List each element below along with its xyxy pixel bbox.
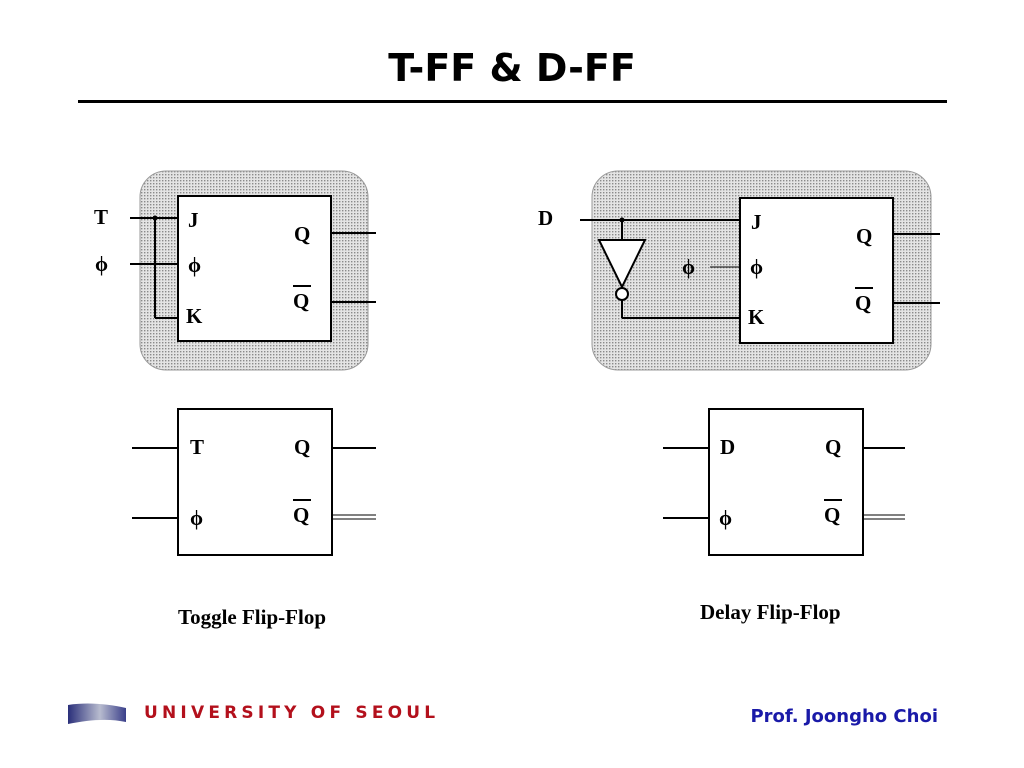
tff-input-phi-label: ϕ	[95, 252, 108, 276]
tff-symbol-pin-phi: ϕ	[190, 506, 203, 530]
tff-out-q-label: Q	[294, 222, 310, 246]
tff-out-qbar-label: Q	[293, 289, 309, 313]
dff-pin-j-label: J	[751, 210, 762, 234]
tff-symbol-out-q: Q	[294, 435, 310, 459]
inverter-bubble	[615, 287, 629, 301]
dff-symbol-pin-phi: ϕ	[719, 506, 732, 530]
dff-out-q-label: Q	[856, 224, 872, 248]
tff-symbol-box	[177, 408, 333, 556]
dff-caption: Delay Flip-Flop	[700, 600, 841, 624]
tff-caption: Toggle Flip-Flop	[178, 605, 326, 629]
dff-symbol-box	[708, 408, 864, 556]
dff-out-qbar-label: Q	[855, 291, 871, 315]
dff-pin-k-label: K	[748, 305, 765, 329]
inverter-symbol	[597, 239, 647, 290]
dff-implementation: D ϕ J ϕ K Q Q	[538, 170, 940, 371]
author-name: Prof. Joongho Choi	[750, 706, 938, 727]
dff-symbol-pin-d: D	[720, 435, 735, 459]
tff-pin-j-label: J	[188, 208, 199, 232]
tff-symbol: T ϕ Q Q Toggle Flip-Flop	[132, 408, 376, 629]
dff-input-phi-label: ϕ	[682, 255, 695, 279]
tff-input-t-label: T	[94, 205, 108, 229]
tff-jk-box	[177, 195, 332, 342]
university-logo-icon	[68, 703, 126, 724]
dff-symbol-out-q: Q	[825, 435, 841, 459]
tff-symbol-out-qbar: Q	[293, 503, 309, 527]
dff-symbol: D ϕ Q Q Delay Flip-Flop	[663, 408, 905, 624]
tff-symbol-pin-t: T	[190, 435, 204, 459]
dff-pin-phi-label: ϕ	[750, 255, 763, 279]
slide-title: T-FF & D-FF	[388, 46, 636, 90]
tff-implementation: T ϕ J ϕ K Q Q	[94, 170, 376, 371]
tff-pin-k-label: K	[186, 304, 203, 328]
dff-input-d-label: D	[538, 206, 553, 230]
university-name: UNIVERSITY OF SEOUL	[144, 703, 440, 723]
dff-symbol-out-qbar: Q	[824, 503, 840, 527]
tff-pin-phi-label: ϕ	[188, 253, 201, 277]
title-divider	[78, 100, 947, 103]
dff-jk-box	[739, 197, 894, 344]
